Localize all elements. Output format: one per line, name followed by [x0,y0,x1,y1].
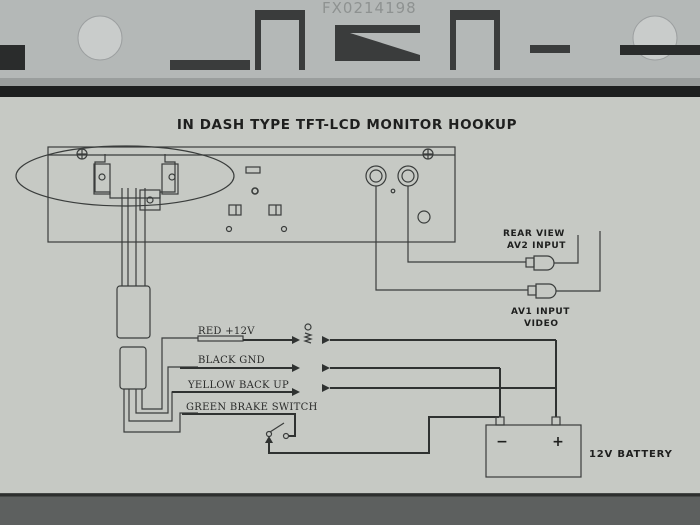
rca-plug-av1 [527,231,601,299]
av1-label-line2: VIDEO [524,319,559,329]
screw-icon [422,148,434,160]
av1-label-line1: AV1 INPUT [511,307,570,317]
screw-icon [76,148,88,160]
harness-connector-outline [15,145,235,207]
fuse-icon [303,323,313,344]
wire-green-brake-switch: GREEN BRAKE SWITCH [182,402,499,454]
wire-red-12v: RED +12V [197,323,313,344]
rca-plug-av2 [525,235,579,271]
monitor-rear-panel [15,145,456,243]
battery-label: 12V BATTERY [589,449,673,460]
battery-negative-terminal: − [496,434,508,450]
battery-wiring [322,336,557,417]
battery: − + 12V BATTERY [485,416,673,478]
mounting-bracket: FX0214198 [0,0,700,98]
rca-cables: REAR VIEW AV2 INPUT AV1 INPUT VIDEO [375,186,601,329]
av2-label-line1: REAR VIEW [503,229,565,239]
svg-text:RED +12V: RED +12V [198,326,255,337]
wire-list: RED +12V BLACK GND YELLOW BACK UP GREEN … [172,323,499,454]
svg-text:BLACK GND: BLACK GND [198,355,265,366]
svg-text:GREEN BRAKE SWITCH: GREEN BRAKE SWITCH [186,402,318,413]
wire-black-gnd: BLACK GND [180,355,300,372]
diagram-title: IN DASH TYPE TFT-LCD MONITOR HOOKUP [177,117,517,133]
svg-text:YELLOW BACK UP: YELLOW BACK UP [187,380,289,391]
battery-positive-terminal: + [552,434,564,450]
av2-label-line2: AV2 INPUT [507,241,566,251]
inline-connector-lower [119,346,147,390]
wire-yellow-back-up: YELLOW BACK UP [172,380,300,396]
bracket-serial-number: FX0214198 [322,0,417,17]
inline-connector-upper [116,285,151,339]
